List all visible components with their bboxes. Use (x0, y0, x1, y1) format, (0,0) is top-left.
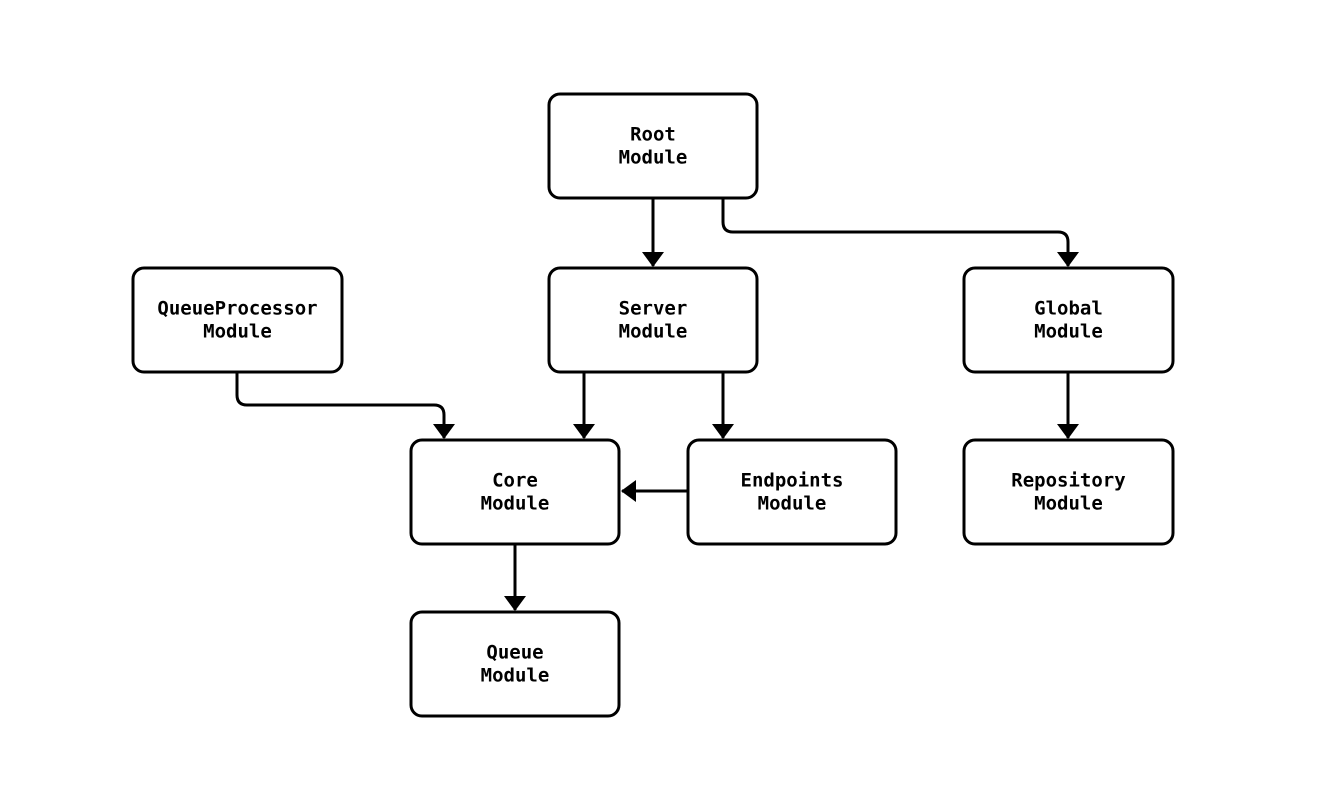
node-queue-label-line: Module (481, 665, 550, 687)
node-global-box (962, 266, 1175, 374)
node-queueprocessor-label-line: QueueProcessor (157, 298, 317, 320)
node-queue-box (409, 610, 621, 718)
node-endpoints-label-line: Endpoints (741, 470, 844, 492)
edge-queueprocessor-to-core (235, 372, 455, 439)
node-endpoints-box (686, 438, 898, 546)
node-global-label-line: Global (1034, 298, 1103, 320)
node-repository-box (962, 438, 1175, 546)
node-root-box (547, 92, 759, 200)
node-core-label-line: Core (492, 470, 538, 492)
node-queue-label-line: Queue (486, 642, 543, 664)
node-repository-label-line: Repository (1011, 470, 1125, 492)
node-core-label-line: Module (481, 493, 550, 515)
node-global-label-line: Module (1034, 321, 1103, 343)
node-endpoints-label-line: Module (758, 493, 827, 515)
node-server-label-line: Server (619, 298, 688, 320)
node-queueprocessor-box (131, 266, 344, 374)
node-repository-label-line: Module (1034, 493, 1103, 515)
node-queueprocessor-label-line: Module (203, 321, 272, 343)
node-core-box (409, 438, 621, 546)
node-server-label-line: Module (619, 321, 688, 343)
node-root-label-line: Module (619, 147, 688, 169)
node-root-label-line: Root (630, 124, 676, 146)
edge-root-to-global (721, 198, 1079, 267)
node-server-box (547, 266, 759, 374)
